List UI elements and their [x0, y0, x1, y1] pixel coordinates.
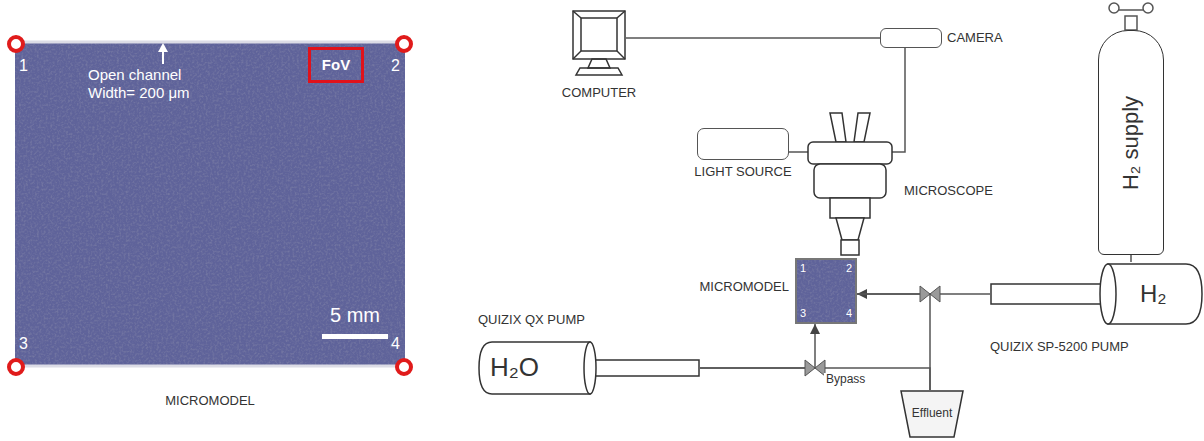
photo-label: Open channel — [88, 66, 181, 83]
photo-label: Width= 200 μm — [88, 84, 190, 101]
beaker-label: Effluent — [912, 407, 952, 421]
syringe-pump: H₂QUIZIX SP-5200 PUMP — [990, 262, 1204, 326]
photo-label: 3 — [19, 335, 28, 353]
cylinder-label: H₂ supply — [1118, 95, 1143, 189]
pipe-line — [700, 324, 815, 368]
port-number: 3 — [800, 307, 806, 320]
micromodel-chip: MICROMODEL1234 — [795, 258, 857, 324]
pipe-label: Bypass — [824, 373, 867, 387]
pipe-line — [700, 368, 930, 390]
port-number: 1 — [800, 262, 806, 275]
effluent-beaker: Effluent — [900, 390, 964, 438]
syringe-pump: H₂OQUIZIX QX PUMP — [478, 340, 700, 396]
light-source-box: LIGHT SOURCE — [697, 128, 789, 160]
photo-label: 2 — [391, 57, 400, 75]
device-label: MICROMODEL — [699, 280, 789, 295]
gas-cylinder: H₂ supply — [1098, 30, 1164, 255]
port-number: 4 — [846, 307, 852, 320]
cylinder-valve — [1109, 3, 1153, 30]
device-label: MICROSCOPE — [904, 184, 993, 199]
pump-fluid: H₂O — [490, 353, 539, 383]
computer-monitor-art — [572, 10, 626, 76]
pipe-line — [892, 48, 905, 152]
fov-label: FoV — [322, 56, 350, 73]
photo-label: 5 mm — [330, 304, 380, 327]
photo-label: 1 — [19, 57, 28, 75]
pipe-line — [857, 294, 930, 390]
valve-symbol — [920, 286, 940, 302]
device-label: CAMERA — [947, 31, 1003, 46]
pipe-line — [626, 37, 880, 39]
pump-name: QUIZIX SP-5200 PUMP — [990, 340, 1129, 355]
port-number: 2 — [846, 262, 852, 275]
microscope-symbol: MICROSCOPE — [808, 112, 892, 257]
pump-name: QUIZIX QX PUMP — [478, 313, 585, 328]
device-label: COMPUTER — [562, 86, 636, 101]
syringe-pump-art — [990, 262, 1204, 326]
device-label: LIGHT SOURCE — [694, 165, 791, 180]
camera-box: CAMERA — [880, 28, 942, 48]
pipe-line — [1130, 255, 1132, 262]
photo-label: 4 — [391, 335, 400, 353]
pump-fluid: H₂ — [1140, 280, 1167, 308]
pipe-line — [789, 151, 808, 153]
microscope-symbol-art — [808, 112, 892, 257]
figure-caption: MICROMODEL — [165, 394, 255, 409]
valve-symbol — [805, 360, 825, 376]
fov-box: FoV — [308, 47, 364, 83]
computer-monitor: COMPUTER — [572, 10, 626, 76]
